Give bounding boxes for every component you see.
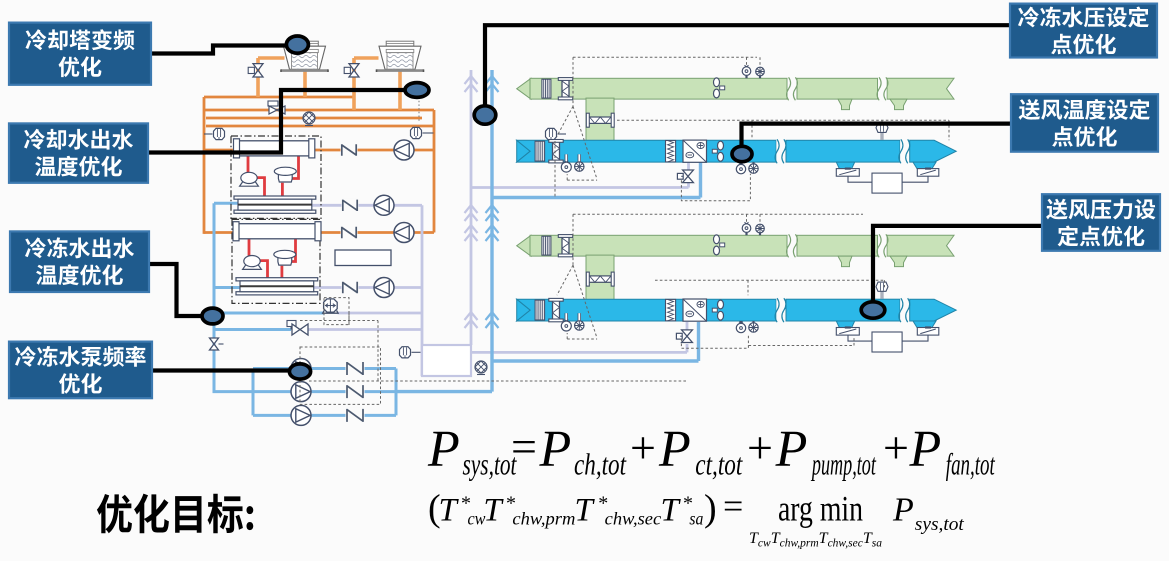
svg-text:P: P bbox=[427, 421, 460, 478]
svg-text:+: + bbox=[883, 422, 909, 473]
svg-text:T: T bbox=[439, 493, 460, 529]
svg-text:T: T bbox=[575, 493, 596, 529]
svg-text:chw,sec: chw,sec bbox=[605, 509, 662, 529]
svg-text:sys,tot: sys,tot bbox=[463, 447, 518, 482]
svg-text:P: P bbox=[539, 421, 572, 478]
svg-text:): ) bbox=[704, 488, 717, 530]
svg-text:*: * bbox=[506, 493, 516, 515]
svg-text:sys,tot: sys,tot bbox=[915, 514, 965, 535]
svg-text:P: P bbox=[909, 421, 942, 478]
svg-text:*: * bbox=[461, 493, 471, 515]
svg-text:arg min: arg min bbox=[778, 489, 863, 529]
svg-text:*: * bbox=[598, 493, 608, 515]
svg-text:P: P bbox=[775, 421, 808, 478]
svg-text:chw,prm: chw,prm bbox=[512, 509, 575, 529]
svg-text:ct,tot: ct,tot bbox=[695, 447, 743, 482]
svg-text:fan,tot: fan,tot bbox=[946, 447, 996, 482]
svg-text:=: = bbox=[511, 421, 537, 472]
svg-text:(: ( bbox=[428, 488, 441, 530]
svg-text:sa: sa bbox=[689, 509, 703, 529]
svg-text:cw: cw bbox=[468, 509, 486, 529]
svg-text:P: P bbox=[892, 492, 914, 529]
svg-text:T: T bbox=[483, 493, 504, 529]
svg-text:P: P bbox=[658, 421, 691, 478]
svg-text:T: T bbox=[661, 493, 682, 529]
svg-text:ch,tot: ch,tot bbox=[574, 447, 627, 482]
svg-text:pump,tot: pump,tot bbox=[811, 447, 877, 482]
svg-text:+: + bbox=[747, 422, 773, 473]
svg-text:=: = bbox=[723, 486, 743, 526]
svg-text:*: * bbox=[683, 493, 693, 515]
svg-text:+: + bbox=[630, 422, 656, 473]
